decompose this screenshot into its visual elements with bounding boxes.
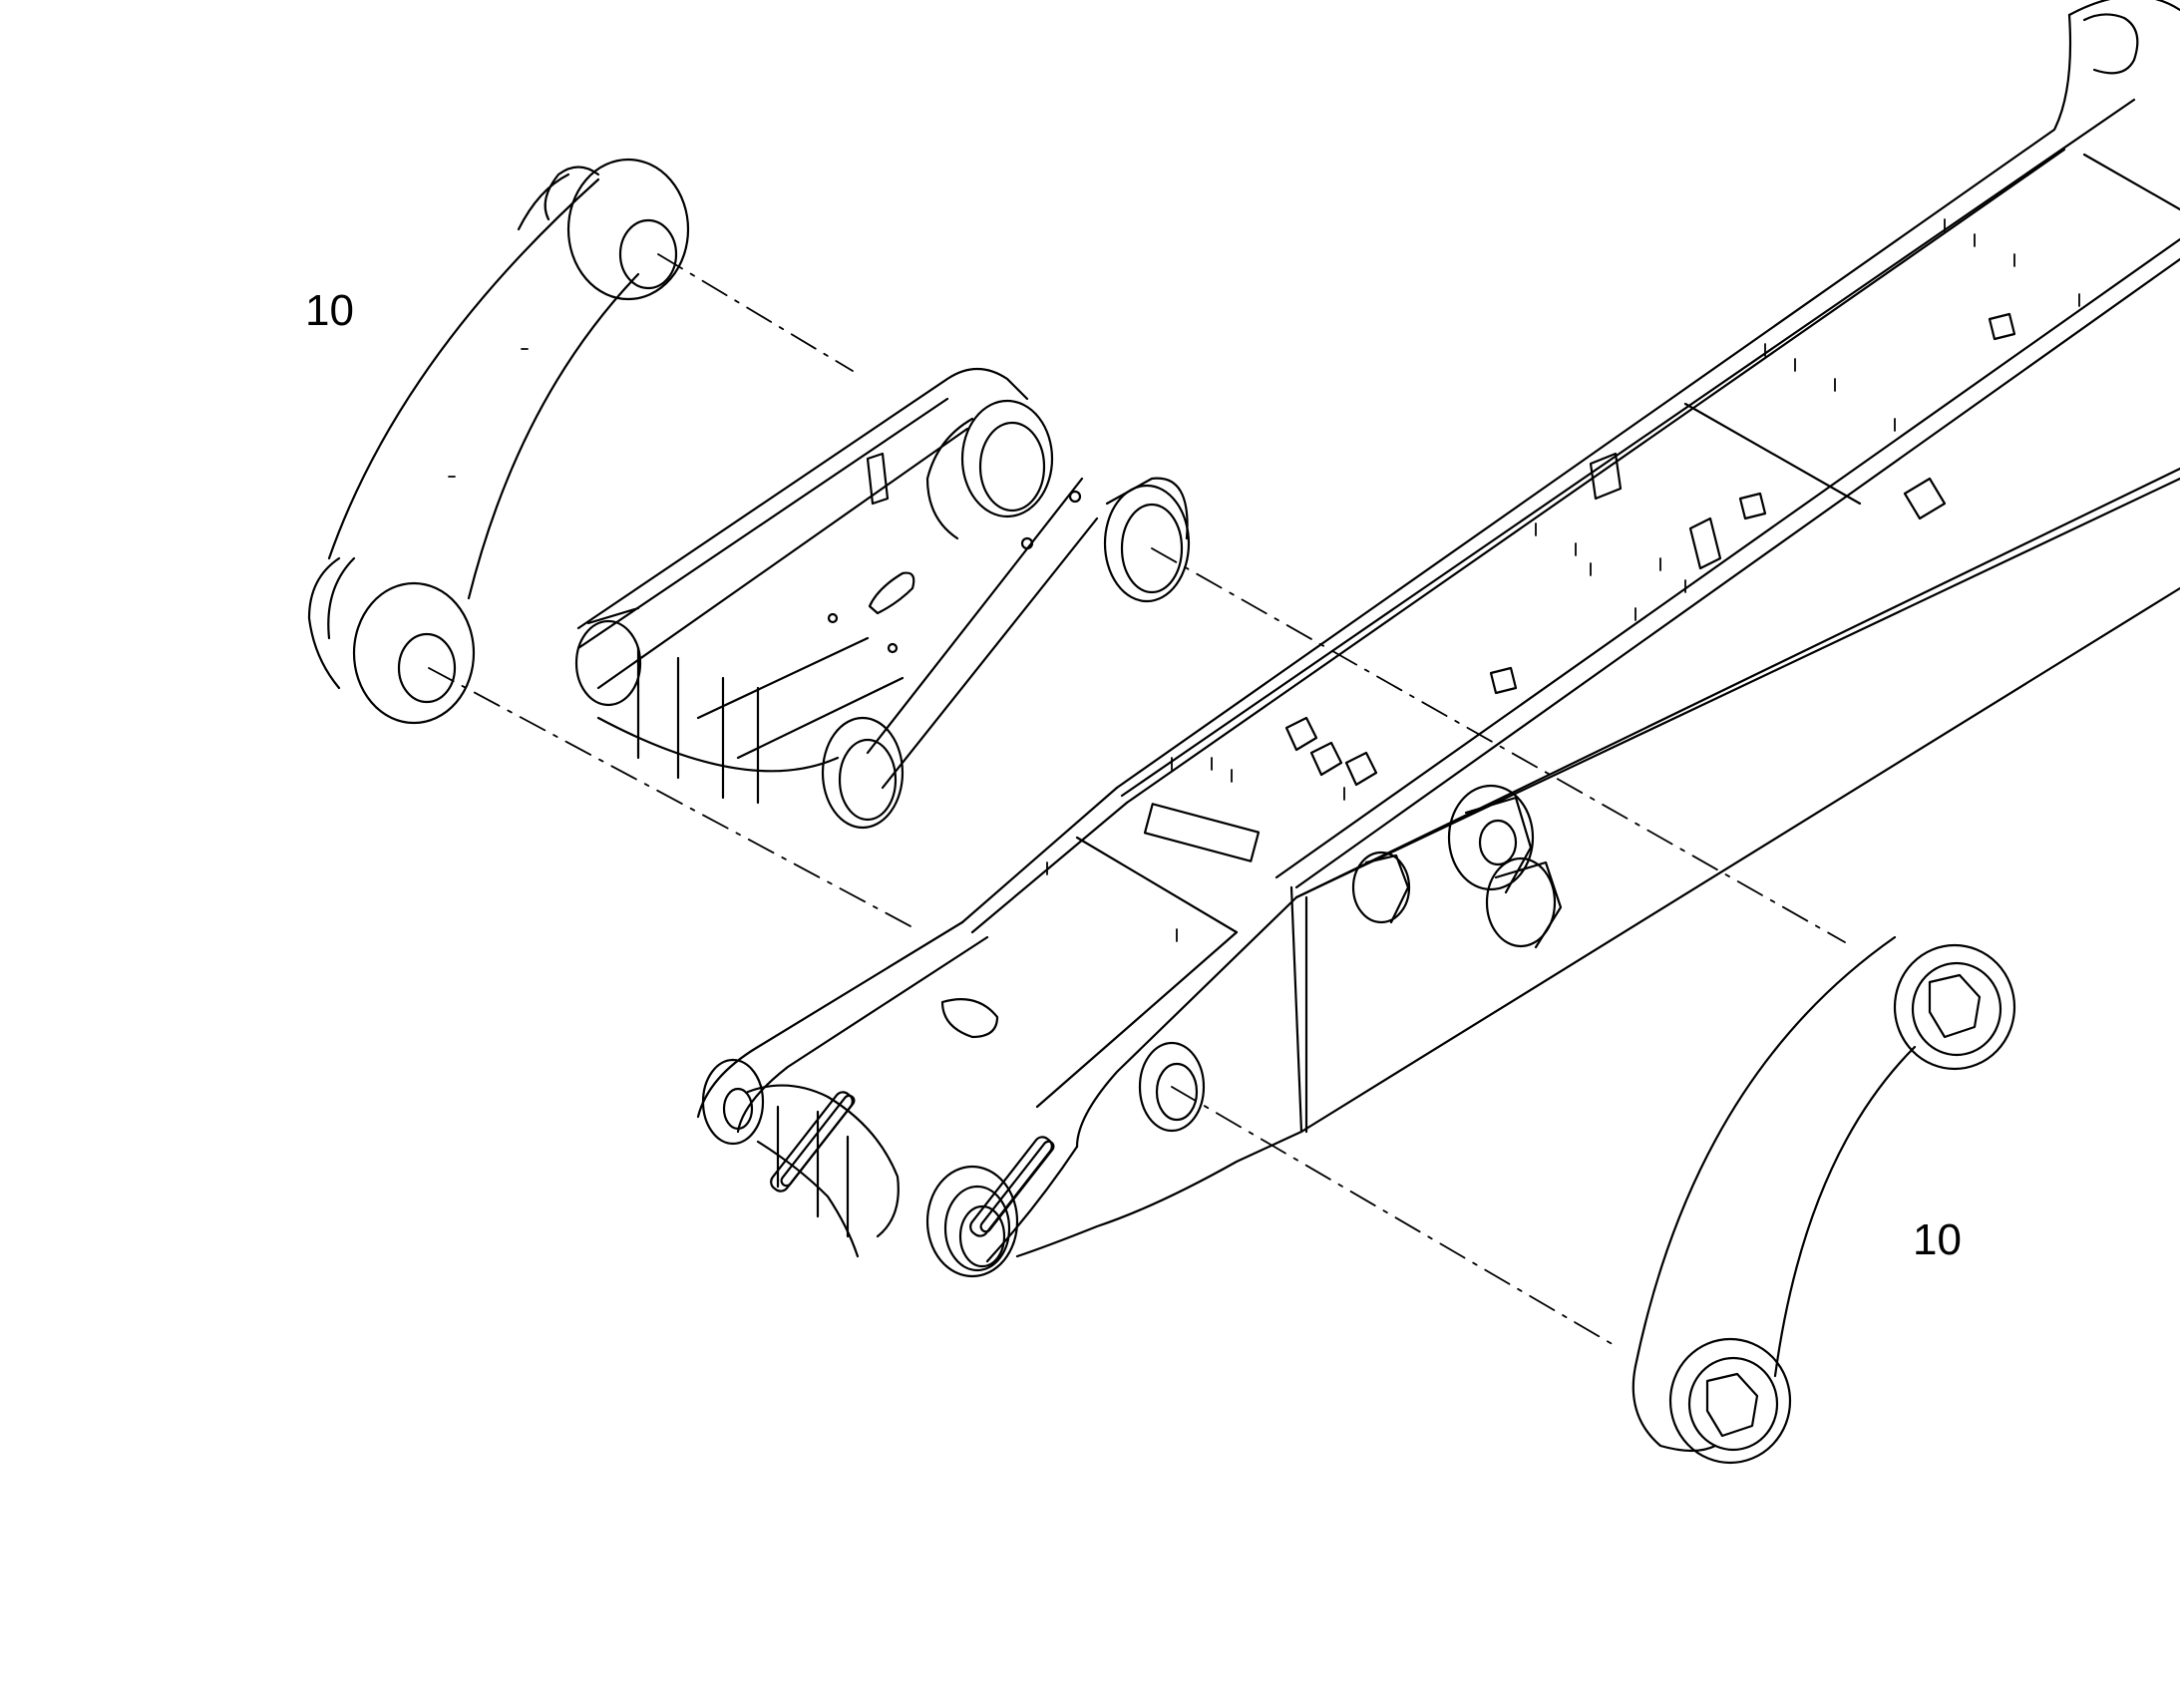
boom-arm [696,0,2180,1278]
coupler-bracket [574,368,1191,830]
link-bottom-right [1632,935,2016,1465]
assembly-centerlines [428,253,1846,1347]
callout-item-number: 10 [305,286,354,335]
callout-item-number: 10 [1913,1215,1962,1264]
link-top-left [307,158,690,725]
